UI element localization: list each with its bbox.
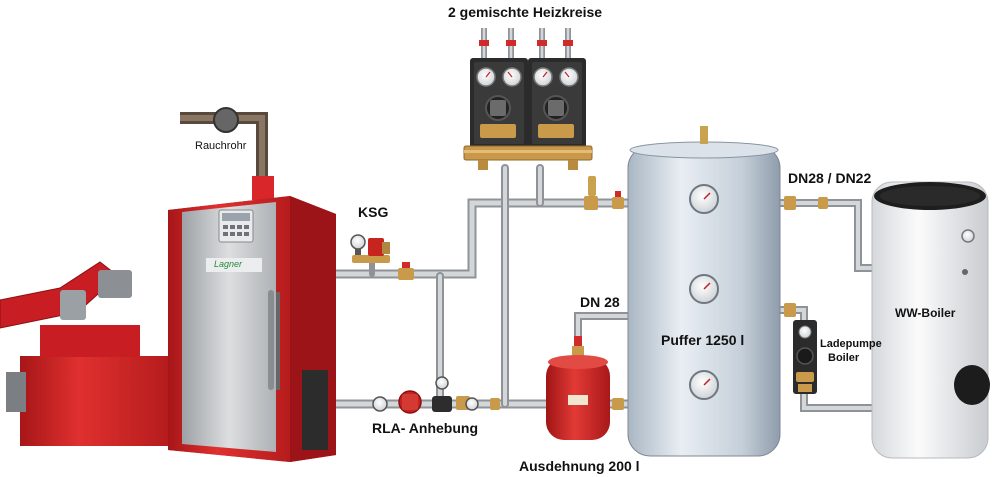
- rla-label: RLA- Anhebung: [372, 420, 479, 436]
- charge-pump-label-line2: Boiler: [828, 352, 860, 364]
- dn28-dn22-label: DN28 / DN22: [788, 170, 872, 186]
- buffer-tank: [627, 126, 781, 457]
- line-fittings: [372, 176, 828, 414]
- heating-circuit-stations: [463, 28, 593, 170]
- charge-pump-station: [793, 320, 817, 394]
- expansion-label: Ausdehnung 200 l: [519, 458, 640, 474]
- expansion-vessel: [546, 336, 610, 440]
- dn28-label: DN 28: [580, 294, 620, 310]
- ww-boiler-label: WW-Boiler: [895, 306, 956, 320]
- ksg-label: KSG: [358, 204, 389, 220]
- heating-circuits-label: 2 gemischte Heizkreise: [448, 4, 603, 20]
- pellet-auger: [0, 261, 168, 446]
- buffer-label: Puffer 1250 l: [661, 332, 745, 348]
- pellet-boiler: [0, 107, 336, 462]
- ksg-safety-group: [350, 234, 390, 263]
- ww-boiler-tank: [871, 181, 990, 459]
- charge-pump-label-line1: Ladepumpe: [820, 338, 882, 350]
- brand-logo-text: Lagner: [214, 259, 243, 269]
- flue-pipe-label: Rauchrohr: [195, 140, 247, 152]
